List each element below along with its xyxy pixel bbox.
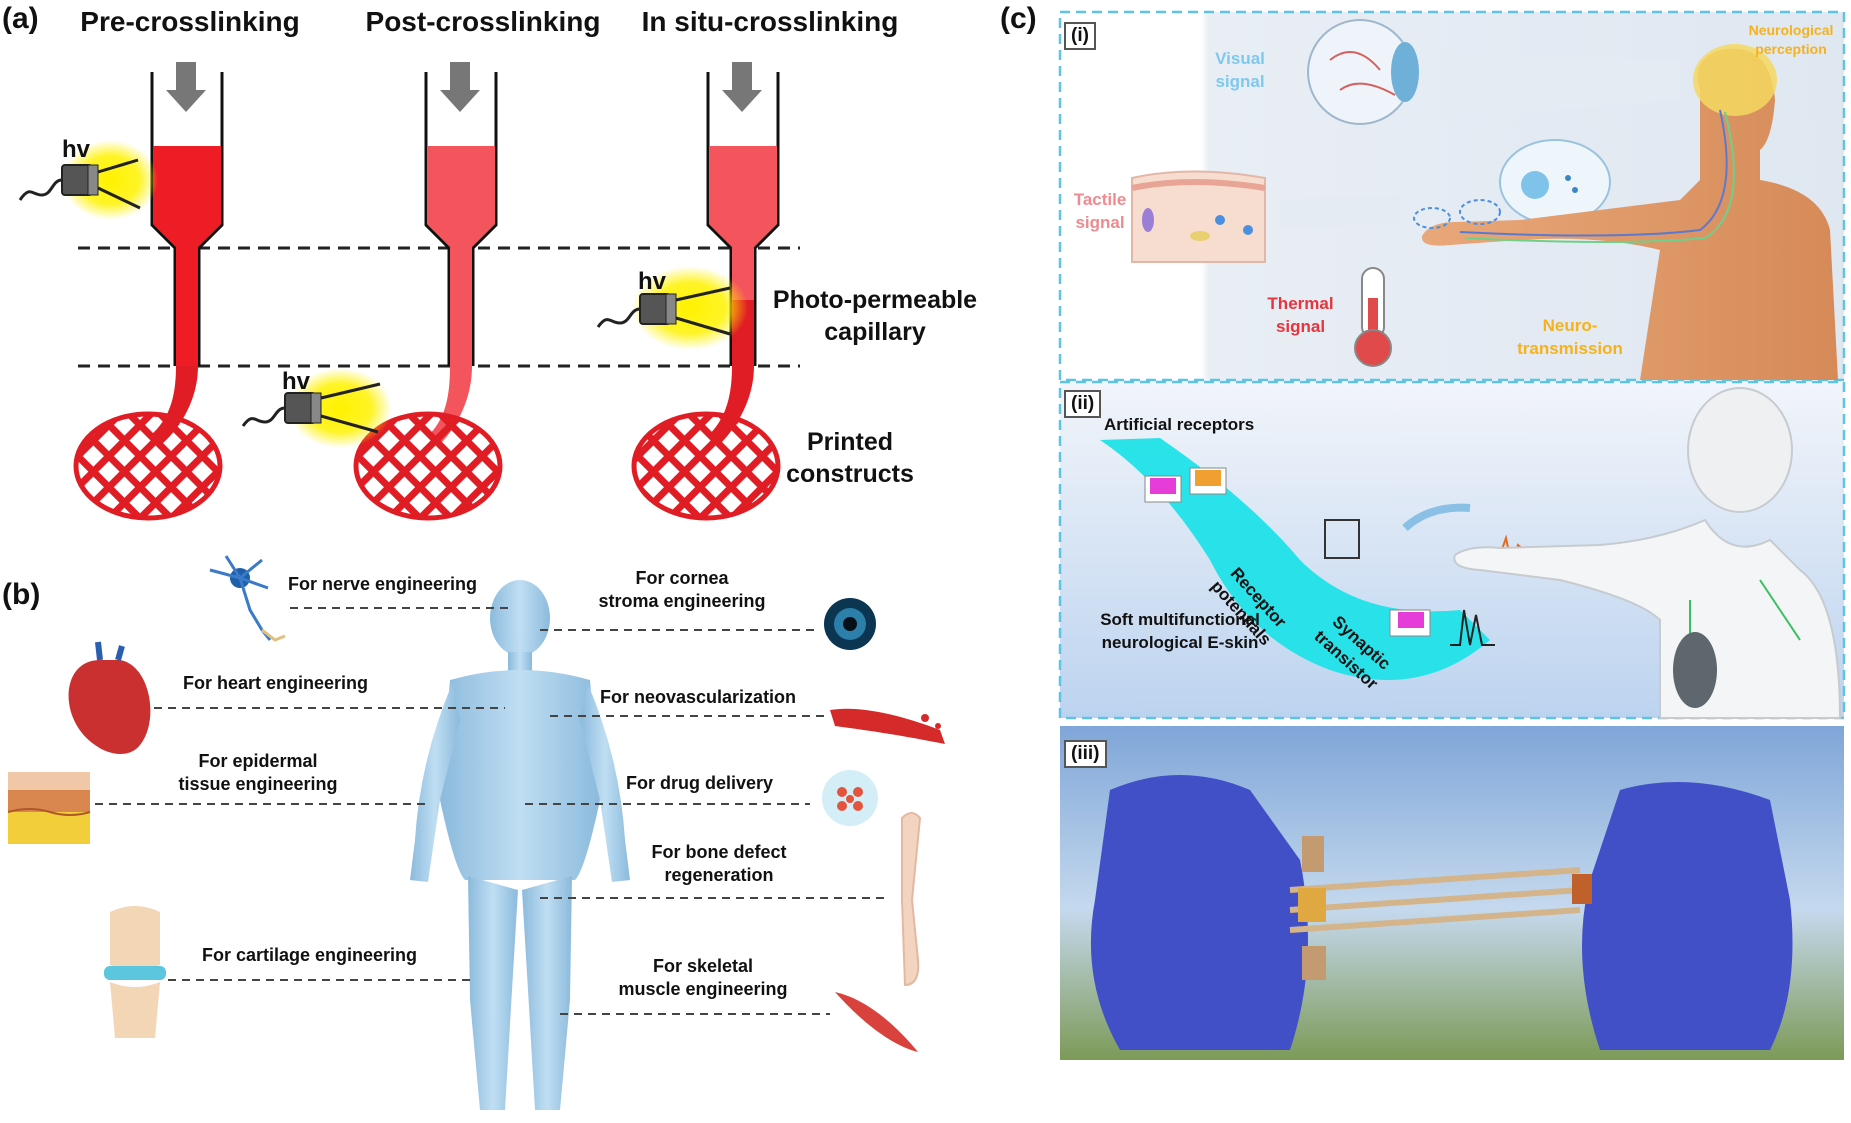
constructs-label-line2: constructs bbox=[786, 460, 914, 488]
neurotransmission-line1: Neuro- bbox=[1542, 316, 1598, 335]
thermal-signal-line1: Thermal bbox=[1267, 294, 1334, 313]
lamp-post bbox=[241, 368, 392, 448]
gloved-hands-photo bbox=[1090, 775, 1793, 1050]
eskin-line1: Soft multifunctional bbox=[1100, 610, 1260, 629]
label-skeletal-muscle: For skeletal muscle engineering bbox=[603, 955, 803, 1001]
human-figure bbox=[1413, 44, 1838, 380]
label-bone-line1: For bone defect bbox=[651, 842, 787, 862]
skin-layers-icon bbox=[7, 772, 91, 844]
header-insitu-crosslinking: In situ-crosslinking bbox=[641, 6, 899, 37]
muscle-icon bbox=[835, 992, 918, 1052]
synapse-icon bbox=[1499, 139, 1611, 225]
visual-signal-line1: Visual bbox=[1215, 49, 1265, 68]
panel-b-drawing bbox=[7, 555, 945, 1110]
bone-icon bbox=[901, 812, 922, 987]
label-epidermal-line2: tissue engineering bbox=[178, 774, 338, 794]
neurological-perception-line2: perception bbox=[1755, 41, 1827, 57]
knee-joint-icon bbox=[104, 906, 166, 1038]
constructs-label-line1: Printed bbox=[806, 428, 894, 456]
subpanel-ii-label: (ii) bbox=[1064, 390, 1102, 418]
neurotransmission-line2: transmission bbox=[1517, 339, 1623, 358]
neurotransmission-label: Neuro- transmission bbox=[1500, 314, 1640, 360]
label-skeletal-line1: For skeletal bbox=[652, 956, 754, 976]
heart-icon bbox=[68, 641, 151, 755]
visual-beam bbox=[1440, 50, 1680, 120]
panel-c-letter: (c) bbox=[1000, 2, 1037, 35]
subpanel-iii-label: (iii) bbox=[1064, 740, 1107, 768]
panel-a-letter: (a) bbox=[2, 2, 39, 35]
label-cornea-line2: stroma engineering bbox=[598, 591, 766, 611]
hv-label-pre: hv bbox=[62, 136, 91, 163]
constructs-label: Printed constructs bbox=[770, 426, 930, 490]
panel-a-drawing bbox=[18, 62, 800, 521]
label-epidermal-tissue: For epidermal tissue engineering bbox=[158, 750, 358, 796]
lamp-insitu bbox=[596, 266, 748, 350]
eskin-label: Soft multifunctional neurological E-skin bbox=[1090, 608, 1270, 654]
thermal-signal-line2: signal bbox=[1275, 317, 1326, 336]
hv-label-post: hv bbox=[282, 368, 311, 395]
eskin-line2: neurological E-skin bbox=[1101, 633, 1259, 652]
spike-signal bbox=[1450, 609, 1495, 646]
panel-b-leaders bbox=[95, 607, 885, 1015]
lamp-pre bbox=[18, 140, 158, 220]
subpanel-i-frame bbox=[1058, 10, 1846, 382]
eye-icon bbox=[824, 598, 876, 650]
subpanel-i-label: (i) bbox=[1064, 22, 1096, 50]
label-skeletal-line2: muscle engineering bbox=[618, 979, 788, 999]
eyeball-icon bbox=[1307, 19, 1419, 125]
hv-label-insitu: hv bbox=[638, 268, 667, 295]
label-nerve-engineering: For nerve engineering bbox=[288, 574, 478, 594]
neuron-icon bbox=[209, 555, 286, 642]
subpanel-ii-frame bbox=[1058, 380, 1846, 720]
visual-signal-line2: signal bbox=[1215, 72, 1265, 91]
tactile-signal-label: Tactile signal bbox=[1060, 188, 1140, 234]
panel-b-letter: (b) bbox=[2, 578, 41, 611]
capillary-label-line2: capillary bbox=[824, 318, 926, 346]
tactile-signal-line2: signal bbox=[1075, 213, 1125, 232]
eskin-pads bbox=[1144, 467, 1431, 637]
incoming-arrow bbox=[1402, 503, 1471, 532]
header-post-crosslinking: Post-crosslinking bbox=[365, 6, 601, 37]
human-body-figure bbox=[410, 580, 630, 1110]
label-heart-engineering: For heart engineering bbox=[183, 673, 369, 693]
label-drug-delivery: For drug delivery bbox=[626, 773, 774, 793]
label-cartilage-engineering: For cartilage engineering bbox=[202, 945, 418, 965]
label-bone-defect: For bone defect regeneration bbox=[619, 841, 819, 887]
header-pre-crosslinking: Pre-crosslinking bbox=[80, 6, 300, 37]
neurological-perception-label: Neurological perception bbox=[1732, 21, 1850, 59]
nanoparticle-icon bbox=[822, 770, 878, 826]
label-bone-line2: regeneration bbox=[664, 865, 774, 885]
blood-vessel-icon bbox=[830, 708, 945, 744]
capillary-label-line1: Photo-permeable bbox=[772, 286, 978, 314]
tactile-signal-line1: Tactile bbox=[1073, 190, 1127, 209]
syringe-post bbox=[353, 62, 503, 521]
capillary-label: Photo-permeable capillary bbox=[760, 284, 990, 348]
syringe-pre bbox=[73, 62, 224, 521]
robot-figure bbox=[1453, 387, 1842, 719]
label-cornea-stroma: For cornea stroma engineering bbox=[582, 567, 782, 613]
label-epidermal-line1: For epidermal bbox=[198, 751, 318, 771]
visual-signal-label: Visual signal bbox=[1195, 47, 1285, 93]
syringe-insitu bbox=[631, 62, 781, 521]
tactile-beam bbox=[1280, 195, 1400, 230]
neurological-perception-line1: Neurological bbox=[1748, 22, 1834, 38]
label-cornea-line1: For cornea bbox=[635, 568, 729, 588]
label-neovascularization: For neovascularization bbox=[600, 687, 797, 707]
skin-block-icon bbox=[1131, 170, 1266, 263]
thermometer-icon bbox=[1354, 267, 1392, 367]
artificial-receptors-label: Artificial receptors bbox=[1104, 415, 1255, 434]
thermal-signal-label: Thermal signal bbox=[1253, 292, 1348, 338]
